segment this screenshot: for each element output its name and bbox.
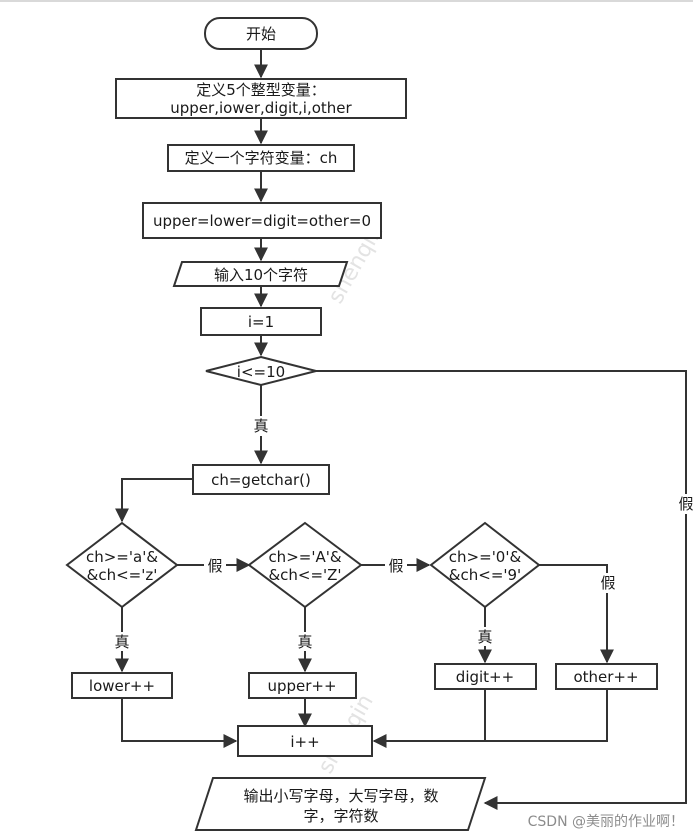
upper-true-label: 真 — [297, 633, 312, 651]
inc-i-label: i++ — [290, 733, 319, 751]
loop-false-label: 假 — [678, 495, 693, 513]
inc-digit-label: digit++ — [456, 668, 514, 686]
input-parallelogram — [172, 261, 349, 287]
edge-label-bg — [675, 494, 693, 514]
digit-true-label: 真 — [477, 628, 492, 646]
edge-getchar-to-lower-check — [115, 478, 193, 523]
lower-check-line1: ch>='a'& — [86, 548, 158, 566]
digit-check-line1: ch>='0'& — [449, 548, 522, 566]
declare-ints-label-line1: 定义5个整型变量： — [196, 81, 326, 99]
csdn-credit: CSDN @美丽的作业啊！ — [528, 814, 684, 830]
output-label-line2: 字，字符数 — [303, 807, 378, 825]
edge-digit-false — [539, 564, 614, 664]
upper-check-line2: &ch<='Z' — [268, 566, 341, 584]
loop-condition-label: i<=10 — [237, 363, 285, 381]
edge-loop-false — [316, 370, 687, 810]
start-label: 开始 — [246, 25, 276, 43]
declare-char-label: 定义一个字符变量：ch — [185, 149, 338, 167]
init-i-box — [200, 307, 322, 336]
upper-check-line1: ch>='A'& — [268, 548, 341, 566]
lower-check-decision — [65, 521, 179, 609]
inc-upper-box — [248, 672, 357, 699]
edge-other-merge — [485, 689, 608, 742]
upper-false-label: 假 — [388, 557, 403, 575]
upper-check-decision — [247, 521, 363, 609]
loop-true-label: 真 — [253, 417, 268, 435]
inc-other-label: other++ — [573, 668, 638, 686]
init-counts-box — [142, 202, 382, 239]
inc-lower-label: lower++ — [89, 677, 155, 695]
start-terminal — [204, 17, 318, 50]
init-i-label: i=1 — [248, 313, 274, 331]
declare-ints-label-line2: upper,iower,digit,i,other — [170, 99, 352, 117]
declare-char-box — [167, 144, 355, 172]
inc-digit-box — [434, 663, 537, 690]
init-counts-label: upper=lower=digit=other=0 — [153, 212, 371, 230]
getchar-box — [192, 464, 330, 495]
inc-i-box — [237, 725, 373, 757]
edge-label-bg — [204, 556, 226, 575]
declare-ints-box — [115, 78, 407, 119]
edge-label-bg — [250, 416, 272, 436]
inc-other-box — [555, 663, 658, 690]
inc-lower-box — [71, 672, 173, 699]
lower-true-label: 真 — [114, 633, 129, 651]
edge-lower-merge — [121, 698, 238, 748]
edge-label-bg — [111, 632, 133, 651]
edge-label-bg — [385, 556, 407, 575]
output-parallelogram — [194, 777, 487, 831]
edge-label-bg — [294, 632, 316, 651]
inc-upper-label: upper++ — [267, 677, 336, 695]
edge-label-bg — [474, 627, 496, 646]
edge-digit-merge — [372, 689, 486, 748]
loop-decision — [205, 355, 317, 387]
output-label-line1: 输出小写字母，大写字母，数 — [243, 787, 438, 805]
input-label: 输入10个字符 — [214, 266, 308, 284]
lower-check-line2: &ch<='z' — [87, 566, 158, 584]
getchar-label: ch=getchar() — [211, 471, 311, 489]
digit-check-decision — [429, 521, 541, 609]
digit-false-label: 假 — [600, 574, 615, 592]
edge-label-bg — [597, 573, 619, 593]
lower-false-label: 假 — [207, 557, 222, 575]
digit-check-line2: &ch<='9' — [449, 566, 521, 584]
